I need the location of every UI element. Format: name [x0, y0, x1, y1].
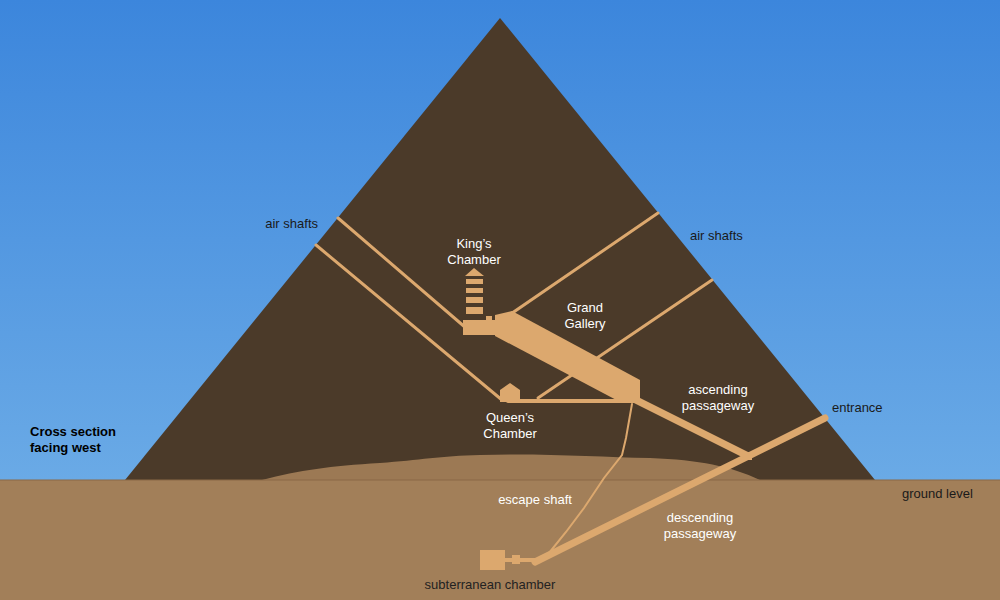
ground: [0, 480, 1000, 600]
escape-shaft: [545, 404, 632, 558]
subterranean-niche: [512, 555, 520, 564]
subterranean-chamber: [480, 550, 505, 570]
horizontal-passage: [508, 399, 632, 403]
relief-chamber: [466, 279, 483, 284]
shaft-label: air shafts: [690, 228, 780, 244]
passage-junction: [744, 452, 752, 460]
relief-chamber: [466, 297, 483, 303]
bedrock-mound: [262, 454, 760, 480]
queens-chamber: [500, 383, 520, 402]
ground-line: [0, 480, 1000, 481]
view-note: Cross section facing west: [30, 424, 150, 455]
gallery-label: Grand Gallery: [555, 300, 615, 331]
shaft-label: air shafts: [228, 216, 318, 232]
air-shaft: [316, 245, 502, 400]
pyramid-body: [125, 18, 875, 480]
passage-label: ascending passageway: [668, 382, 768, 413]
relief-gable: [465, 268, 484, 276]
sky: [0, 0, 1000, 480]
passage-label: descending passageway: [655, 510, 745, 541]
chamber-label: subterranean chamber: [410, 577, 570, 593]
antechamber: [486, 316, 492, 322]
kings-chamber: [463, 320, 501, 335]
entrance-label: entrance: [832, 400, 912, 416]
relief-chamber: [466, 288, 483, 293]
subterranean-passage: [503, 558, 540, 562]
chamber-label: Queen’s Chamber: [475, 410, 545, 441]
shaft-label: escape shaft: [490, 492, 580, 508]
chamber-label: King’s Chamber: [439, 236, 509, 267]
relief-chamber: [466, 307, 483, 314]
ground-label: ground level: [902, 486, 992, 502]
descending-passage: [535, 418, 825, 562]
air-shaft: [338, 218, 466, 328]
